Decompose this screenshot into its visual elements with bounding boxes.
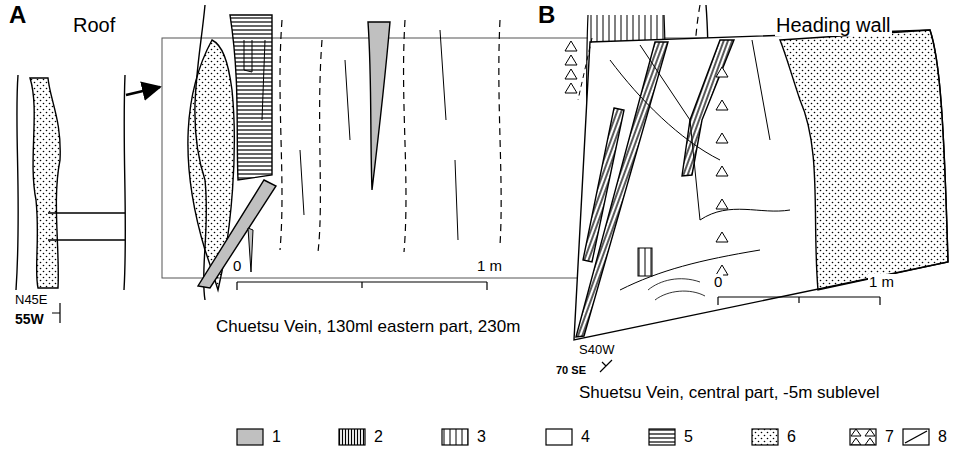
legend-item: 2 [338, 428, 383, 446]
legend-swatch [648, 428, 676, 446]
breccia-mark [565, 69, 577, 79]
view-label: Roof [72, 14, 116, 36]
legend-swatch [751, 428, 779, 446]
scale-label: 1 m [868, 274, 895, 291]
legend-number: 5 [684, 428, 693, 446]
breccia-mark [565, 83, 577, 93]
legend-item: 3 [441, 428, 486, 446]
breccia-mark [565, 55, 577, 65]
legend-swatch [902, 428, 930, 446]
breccia-mark [716, 100, 728, 110]
breccia-mark [716, 166, 728, 176]
legend-number: 8 [938, 428, 947, 446]
legend-number: 6 [787, 428, 796, 446]
legend-swatch [236, 428, 264, 446]
strike-label: S40W [578, 343, 615, 357]
panel-letter: B [537, 2, 556, 28]
breccia-mark [565, 41, 577, 51]
legend-item: 4 [545, 428, 590, 446]
dip-label: 55W [14, 312, 45, 327]
view-label: Heading wall [775, 14, 892, 36]
panel-letter: A [8, 2, 27, 28]
figure-caption: Chuetsu Vein, 130ml eastern part, 230m [215, 318, 521, 337]
scale-label: 1 m [476, 258, 503, 275]
legend-swatch [441, 428, 469, 446]
scale-label: 0 [232, 258, 242, 275]
legend-item: 7 [849, 428, 894, 446]
legend-number: 7 [885, 428, 894, 446]
figure-caption: Shuetsu Vein, central part, -5m sublevel [578, 384, 881, 403]
breccia-mark [716, 199, 728, 209]
strike-label: N45E [14, 293, 49, 307]
legend-item: 5 [648, 428, 693, 446]
dip-label: 70 SE [555, 364, 587, 376]
legend-item: 6 [751, 428, 796, 446]
legend-swatch [545, 428, 573, 446]
legend-number: 2 [374, 428, 383, 446]
breccia-mark [716, 67, 728, 77]
legend-swatch [849, 428, 877, 446]
legend-number: 3 [477, 428, 486, 446]
scale-label: 0 [713, 274, 723, 291]
legend-item: 8 [902, 428, 947, 446]
breccia-mark [716, 133, 728, 143]
legend-swatch [338, 428, 366, 446]
breccia-mark [716, 232, 728, 242]
legend-item: 1 [236, 428, 281, 446]
legend-number: 4 [581, 428, 590, 446]
legend-number: 1 [272, 428, 281, 446]
